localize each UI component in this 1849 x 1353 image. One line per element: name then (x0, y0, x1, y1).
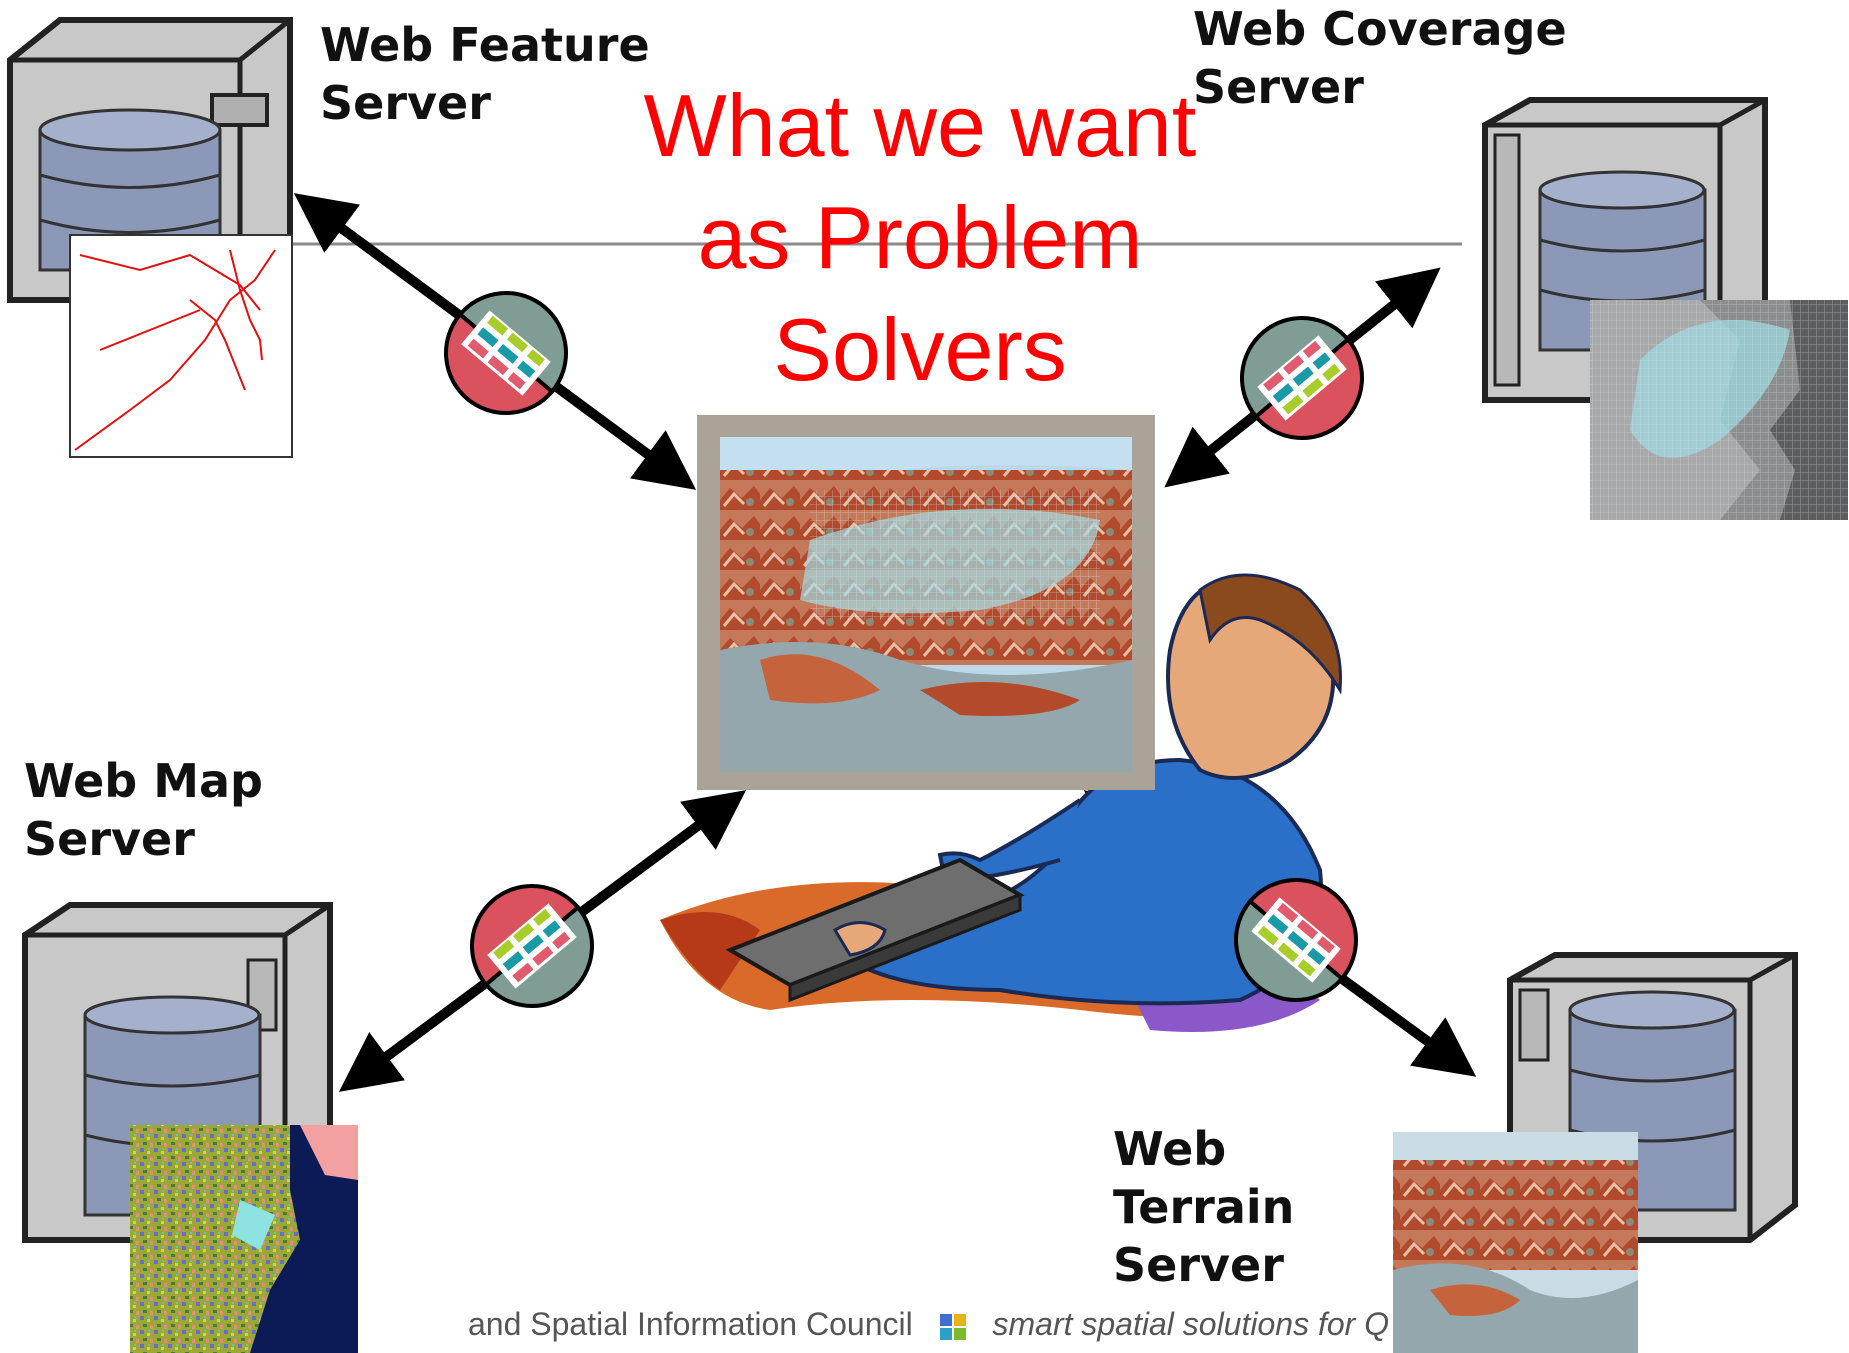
web-map-server (22, 902, 358, 1353)
interface-plug-icon-feature (444, 291, 568, 415)
database-icon (1568, 990, 1737, 1212)
client-screen (697, 415, 1155, 790)
hair (1198, 573, 1342, 695)
web-coverage-server-label: Web Coverage Server (1193, 2, 1567, 114)
web-terrain-server (1393, 952, 1798, 1353)
person-at-laptop-icon (660, 573, 1342, 1032)
laptop-icon (725, 857, 1025, 1003)
classified-raster-map (130, 1125, 358, 1353)
hand (832, 921, 887, 957)
road-network-map (69, 234, 293, 458)
footer-tagline: smart spatial solutions for Q (992, 1306, 1388, 1342)
aerial-coverage-image (1590, 300, 1848, 520)
arm (937, 798, 1082, 883)
slide-title: What we want as Problem Solvers (643, 76, 1197, 399)
web-feature-server-label: Web Feature Server (320, 18, 650, 130)
slide-footer: and Spatial Information Council smart sp… (468, 1306, 1388, 1350)
web-coverage-server (1482, 97, 1848, 520)
windows-style-logo-icon (939, 1313, 966, 1340)
interface-plug-icon-terrain (1234, 878, 1358, 1002)
web-map-server-label: Web Map Server (24, 754, 263, 866)
interface-plug-icon-coverage (1240, 316, 1364, 440)
interface-plug-icon-map (470, 884, 594, 1008)
web-feature-server (7, 17, 293, 458)
footer-org: and Spatial Information Council (468, 1306, 913, 1342)
web-terrain-server-label: Web Terrain Server (1113, 1122, 1295, 1292)
terrain-rendering (1393, 1132, 1638, 1353)
